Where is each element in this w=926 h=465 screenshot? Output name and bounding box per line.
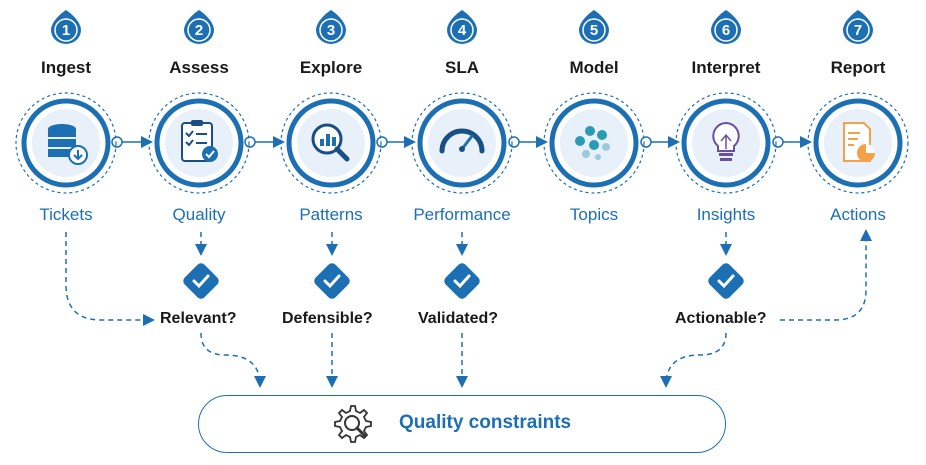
database-download-icon <box>15 92 117 194</box>
quality-constraints-box: Quality constraints <box>198 395 726 453</box>
chart-magnifier-icon <box>280 92 382 194</box>
check-label-validated: Validated? <box>416 310 501 328</box>
step-number: 7 <box>853 22 863 39</box>
step-label: Actions <box>830 205 886 224</box>
step-title: SLA <box>445 58 479 77</box>
step-label: Patterns <box>299 205 363 224</box>
step-number-badge <box>447 10 477 44</box>
check-diamond-icon <box>183 263 219 299</box>
step-number: 6 <box>721 22 731 39</box>
step-title: Interpret <box>691 58 761 77</box>
step-number-badge <box>843 10 873 44</box>
step-title: Report <box>830 58 886 77</box>
step-label: Performance <box>413 205 511 224</box>
step-number-badge <box>51 10 81 44</box>
check-diamond-icon <box>708 263 744 299</box>
step-number-badge <box>579 10 609 44</box>
step-title: Assess <box>169 58 229 77</box>
step-title: Explore <box>299 58 363 77</box>
step-label: Quality <box>172 205 226 224</box>
dashed-flows <box>65 229 872 388</box>
step-number-badge <box>184 10 214 44</box>
clipboard-check-icon <box>148 92 250 194</box>
gear-magnifier-icon <box>334 405 372 443</box>
step-title: Ingest <box>40 58 92 77</box>
step-number-badge <box>316 10 346 44</box>
speedometer-icon <box>411 92 513 194</box>
check-diamond-icon <box>444 263 480 299</box>
connector-dots <box>111 136 784 148</box>
report-pie-icon <box>807 92 909 194</box>
check-label-defensible: Defensible? <box>280 310 375 328</box>
check-diamond-icon <box>314 263 350 299</box>
step-number: 2 <box>194 22 204 39</box>
step-number: 1 <box>61 22 71 39</box>
step-label: Insights <box>696 205 756 224</box>
step-number: 5 <box>589 22 599 39</box>
check-label-actionable: Actionable? <box>673 310 769 328</box>
lightbulb-icon <box>675 92 777 194</box>
check-label-relevant: Relevant? <box>158 310 239 328</box>
quality-constraints-label: Quality constraints <box>399 412 572 433</box>
step-number-badge <box>711 10 741 44</box>
step-label: Topics <box>569 205 619 224</box>
step-title: Model <box>569 58 619 77</box>
step-number: 4 <box>457 22 467 39</box>
step-label: Tickets <box>39 205 93 224</box>
dots-cluster-icon <box>543 92 645 194</box>
step-number: 3 <box>326 22 336 39</box>
